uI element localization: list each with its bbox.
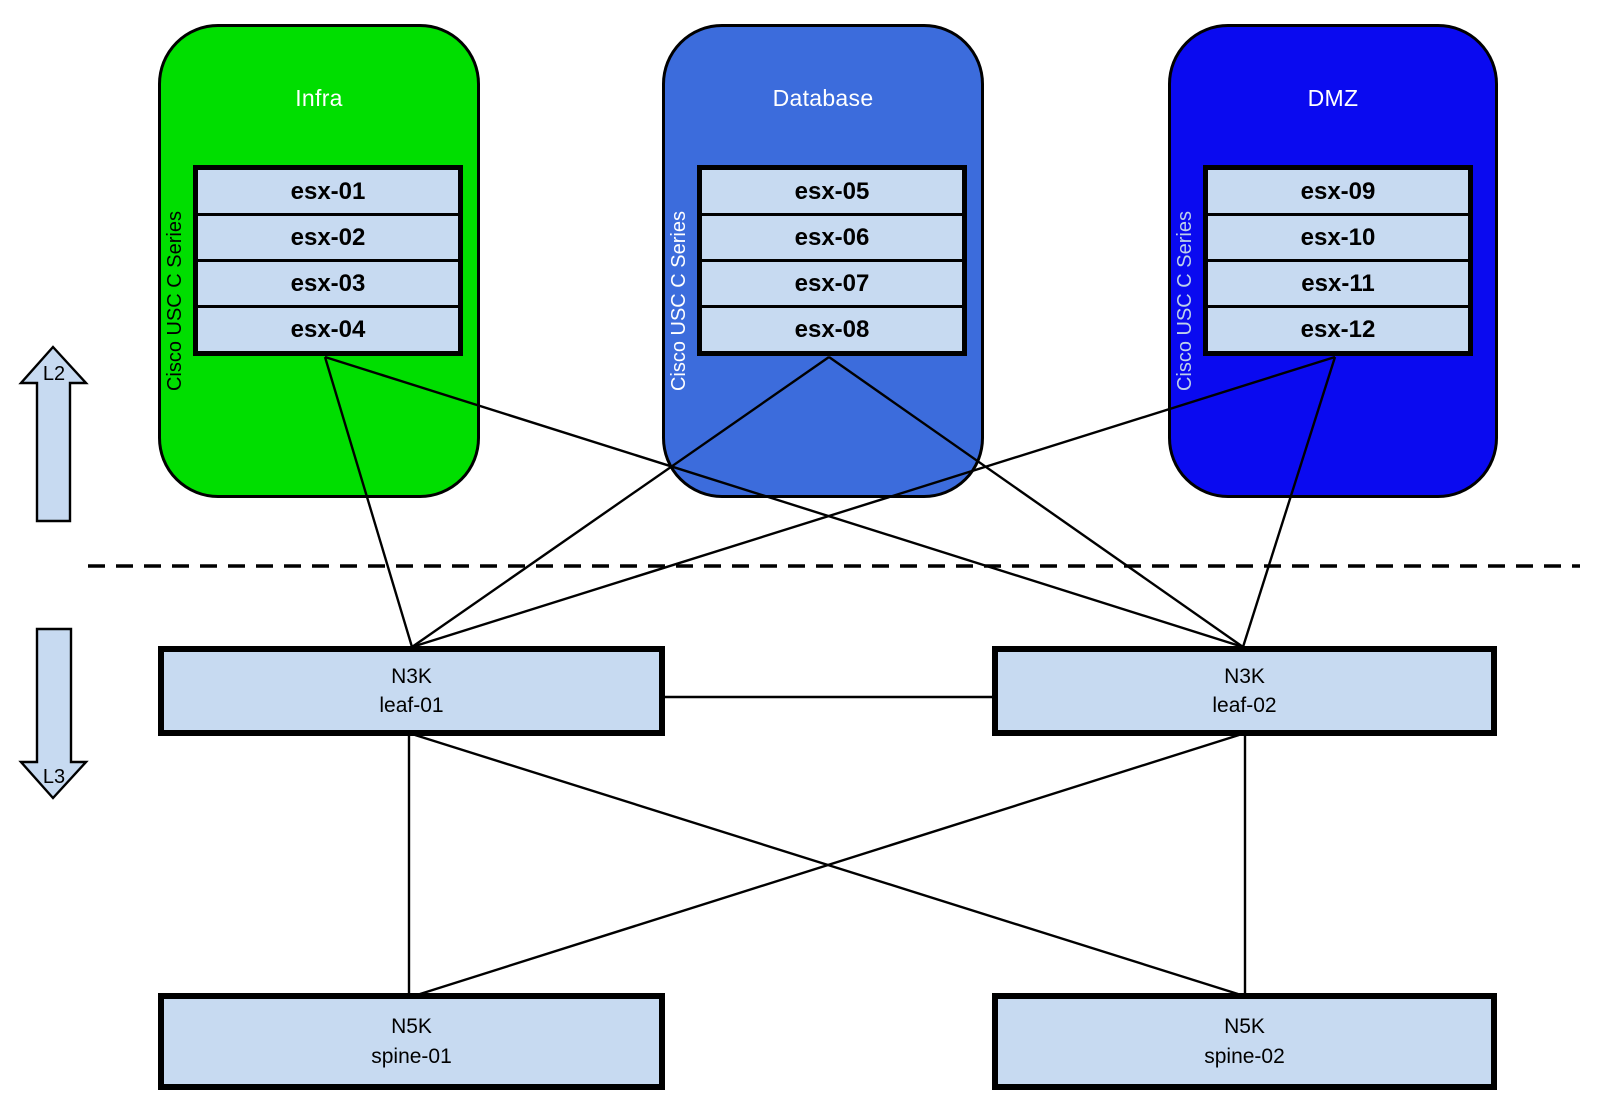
server-group-dmz: DMZ Cisco USC C Series esx-09 esx-10 esx… xyxy=(1168,24,1498,498)
leaf-switch-02: N3K leaf-02 xyxy=(992,646,1497,736)
group-side-label: Cisco USC C Series xyxy=(1174,210,1196,391)
group-title: DMZ xyxy=(1307,85,1359,111)
server-row: esx-02 xyxy=(198,216,458,259)
switch-hostname: spine-01 xyxy=(371,1044,452,1068)
group-title: Infra xyxy=(295,85,343,111)
link-leaf01-spine02 xyxy=(414,733,1239,996)
l3-layer-label: L3 xyxy=(42,766,66,788)
switch-model: N3K xyxy=(391,664,432,688)
server-row: esx-05 xyxy=(702,170,962,213)
server-group-infra: Infra Cisco USC C Series esx-01 esx-02 e… xyxy=(158,24,480,498)
server-row: esx-10 xyxy=(1208,216,1468,259)
switch-hostname: leaf-02 xyxy=(1212,694,1277,717)
server-row: esx-03 xyxy=(198,262,458,305)
server-row: esx-12 xyxy=(1208,308,1468,351)
server-row: esx-01 xyxy=(198,170,458,213)
group-side-label: Cisco USC C Series xyxy=(164,210,186,391)
spine-switch-02: N5K spine-02 xyxy=(992,993,1497,1090)
switch-hostname: spine-02 xyxy=(1204,1044,1285,1068)
l2-layer-label: L2 xyxy=(42,363,66,385)
switch-model: N3K xyxy=(1224,664,1265,688)
switch-model: N5K xyxy=(1224,1015,1265,1039)
leaf-switch-01: N3K leaf-01 xyxy=(158,646,665,736)
server-stack: esx-05 esx-06 esx-07 esx-08 xyxy=(697,165,967,356)
server-row: esx-09 xyxy=(1208,170,1468,213)
server-row: esx-11 xyxy=(1208,262,1468,305)
server-row: esx-07 xyxy=(702,262,962,305)
server-row: esx-08 xyxy=(702,308,962,351)
group-title: Database xyxy=(772,85,874,111)
server-stack: esx-09 esx-10 esx-11 esx-12 xyxy=(1203,165,1473,356)
server-group-database: Database Cisco USC C Series esx-05 esx-0… xyxy=(662,24,984,498)
switch-hostname: leaf-01 xyxy=(379,694,444,717)
spine-switch-01: N5K spine-01 xyxy=(158,993,665,1090)
link-leaf02-spine01 xyxy=(419,733,1240,996)
server-row: esx-04 xyxy=(198,308,458,351)
server-stack: esx-01 esx-02 esx-03 esx-04 xyxy=(193,165,463,356)
group-side-label: Cisco USC C Series xyxy=(668,210,690,391)
server-row: esx-06 xyxy=(702,216,962,259)
switch-model: N5K xyxy=(391,1015,432,1039)
